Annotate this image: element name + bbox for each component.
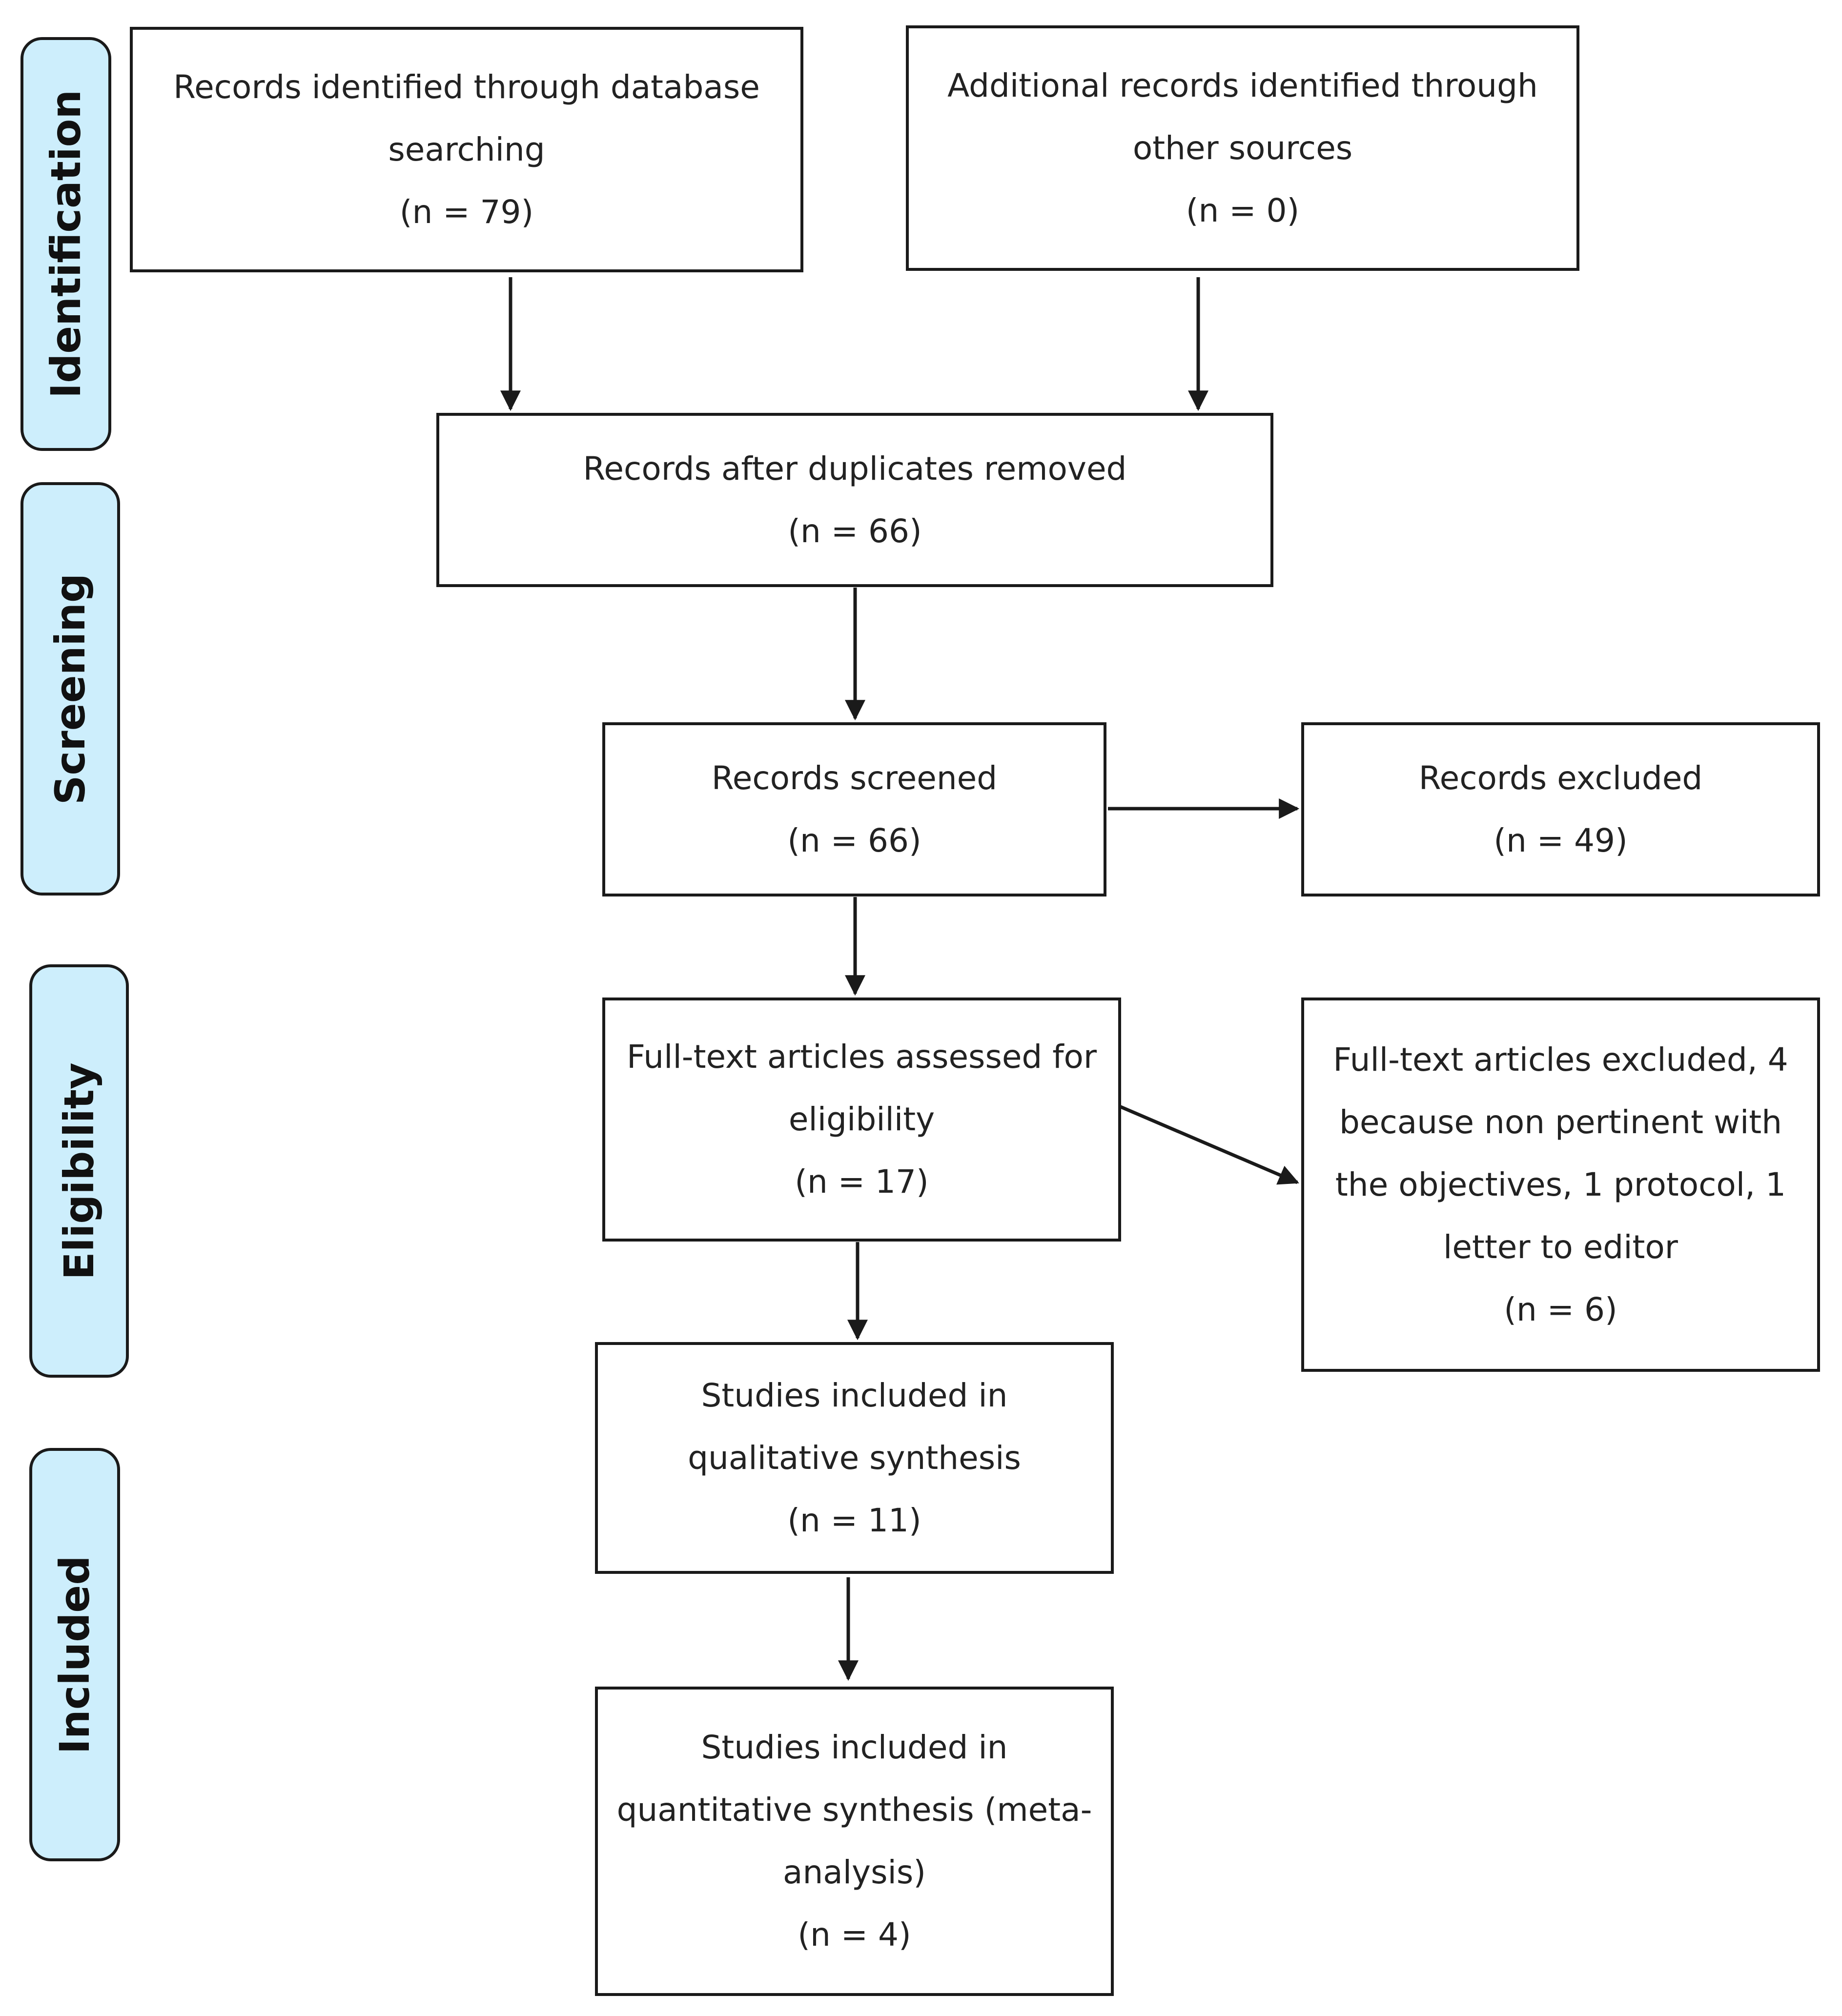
stage-included-label: Included xyxy=(51,1555,99,1754)
box-line: (n = 6) xyxy=(1504,1290,1617,1328)
box-records-excluded: Records excluded (n = 49) xyxy=(1301,722,1820,896)
box-line: (n = 0) xyxy=(1186,191,1300,229)
box-line: searching xyxy=(388,130,545,168)
box-line: Additional records identified through xyxy=(947,66,1538,104)
arrow-fulltext-to-fulltext-excluded xyxy=(1113,1102,1299,1185)
box-line: eligibility xyxy=(788,1100,935,1138)
box-line: qualitative synthesis xyxy=(688,1439,1021,1477)
box-records-screened: Records screened (n = 66) xyxy=(602,722,1106,896)
box-line: Records after duplicates removed xyxy=(583,449,1127,488)
box-other-sources: Additional records identified through ot… xyxy=(906,25,1579,271)
box-line: Records identified through database xyxy=(173,68,760,106)
box-line: the objectives, 1 protocol, 1 xyxy=(1335,1165,1786,1203)
stage-screening-label: Screening xyxy=(46,573,94,805)
box-line: letter to editor xyxy=(1443,1228,1678,1266)
box-quantitative-synthesis: Studies included in quantitative synthes… xyxy=(595,1687,1114,1996)
stage-included: Included xyxy=(29,1448,120,1861)
box-line: (n = 4) xyxy=(798,1916,911,1954)
box-line: Full-text articles assessed for xyxy=(626,1038,1097,1076)
box-line: Studies included in xyxy=(701,1729,1008,1766)
box-line: analysis) xyxy=(783,1853,926,1891)
box-line: because non pertinent with xyxy=(1339,1103,1782,1141)
box-line: (n = 66) xyxy=(787,821,921,859)
box-line: quantitative synthesis (meta- xyxy=(616,1791,1092,1829)
box-line: Records excluded xyxy=(1418,759,1703,797)
stage-screening: Screening xyxy=(20,482,120,896)
box-database-records: Records identified through database sear… xyxy=(130,27,803,272)
box-fulltext-assessed: Full-text articles assessed for eligibil… xyxy=(602,998,1121,1242)
box-line: (n = 79) xyxy=(399,193,534,231)
stage-identification-label: Identification xyxy=(42,89,90,399)
stage-eligibility-label: Eligibility xyxy=(55,1062,103,1280)
box-line: Full-text articles excluded, 4 xyxy=(1333,1040,1788,1079)
box-line: Studies included in xyxy=(701,1376,1008,1414)
box-line: (n = 49) xyxy=(1494,821,1628,859)
box-qualitative-synthesis: Studies included in qualitative synthesi… xyxy=(595,1342,1114,1574)
box-line: other sources xyxy=(1132,129,1353,167)
box-line: (n = 11) xyxy=(787,1501,921,1539)
box-line: (n = 66) xyxy=(788,512,922,550)
box-line: Records screened xyxy=(711,759,998,797)
stage-eligibility: Eligibility xyxy=(29,964,129,1378)
box-duplicates-removed: Records after duplicates removed (n = 66… xyxy=(436,413,1273,587)
box-line: (n = 17) xyxy=(795,1163,929,1201)
stage-identification: Identification xyxy=(20,37,111,451)
box-fulltext-excluded: Full-text articles excluded, 4 because n… xyxy=(1301,998,1820,1372)
